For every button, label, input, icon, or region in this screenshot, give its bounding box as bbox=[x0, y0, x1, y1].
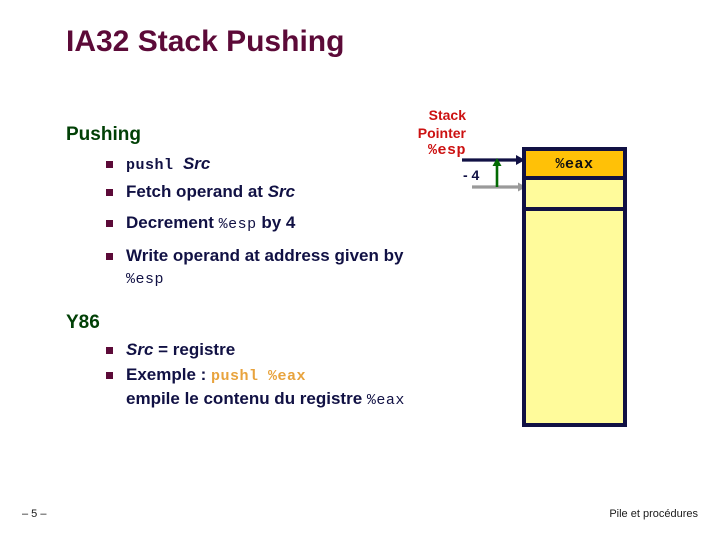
bullet-marker-icon bbox=[106, 372, 113, 379]
arrow-svg bbox=[462, 155, 526, 192]
stack-cell-empty-1 bbox=[526, 180, 623, 211]
bullet-marker-icon bbox=[106, 189, 113, 196]
stack-cell-empty-2 bbox=[526, 211, 623, 423]
code-token: %eax bbox=[366, 392, 405, 409]
text-fragment: empile le contenu du registre bbox=[126, 389, 367, 408]
bullet-list-y86: Src = registre Exemple : pushl %eax empil… bbox=[104, 339, 504, 415]
bullet-marker-icon bbox=[106, 161, 113, 168]
list-item: Decrement %esp by 4 bbox=[104, 212, 434, 236]
bullet-list-pushing: pushl Src Fetch operand at Src Decrement… bbox=[104, 153, 434, 300]
esp-new-arrow-icon bbox=[462, 155, 525, 165]
text-fragment: Fetch operand at bbox=[126, 182, 268, 201]
footer-note: Pile et procédures bbox=[609, 508, 698, 520]
esp-old-arrow-icon bbox=[472, 182, 526, 192]
code-token: pushl bbox=[126, 157, 174, 174]
stack-diagram: %eax bbox=[522, 147, 627, 427]
section-heading-pushing: Pushing bbox=[66, 124, 141, 145]
list-item: Src = registre bbox=[104, 339, 504, 361]
stack-pointer-label: Stack Pointer %esp bbox=[352, 106, 466, 160]
bullet-marker-icon bbox=[106, 220, 113, 227]
bullet-marker-icon bbox=[106, 253, 113, 260]
text-fragment: by 4 bbox=[256, 213, 296, 232]
stack-pointer-line1: Stack bbox=[428, 107, 466, 123]
code-token: %esp bbox=[126, 271, 165, 288]
section-heading-y86: Y86 bbox=[66, 312, 100, 333]
text-fragment: Exemple : bbox=[126, 365, 212, 384]
list-item: Exemple : pushl %eax empile le contenu du… bbox=[104, 364, 504, 412]
bullet-marker-icon bbox=[106, 347, 113, 354]
stack-pointer-register: %esp bbox=[427, 142, 466, 159]
text-fragment: Write operand at address given by bbox=[126, 246, 404, 265]
emphasis-token: Src bbox=[182, 154, 211, 173]
text-fragment: Decrement bbox=[126, 213, 219, 232]
text-fragment: = registre bbox=[153, 340, 236, 359]
page-title: IA32 Stack Pushing bbox=[66, 25, 345, 58]
emphasis-token: Src bbox=[267, 182, 296, 201]
code-token-example: pushl %eax bbox=[211, 368, 307, 385]
code-token: %esp bbox=[218, 216, 257, 233]
stack-cell-top: %eax bbox=[526, 151, 623, 180]
footer-page-number: – 5 – bbox=[22, 508, 47, 520]
stack-pointer-arrow-group: - 4 bbox=[462, 155, 530, 195]
list-item: Fetch operand at Src bbox=[104, 181, 434, 203]
decrement-arrow-icon bbox=[492, 158, 502, 187]
list-item: Write operand at address given by %esp bbox=[104, 245, 434, 291]
decrement-amount-label: - 4 bbox=[463, 167, 480, 183]
emphasis-token: Src bbox=[126, 340, 154, 359]
list-item: pushl Src bbox=[104, 153, 434, 177]
stack-pointer-line2: Pointer bbox=[417, 125, 466, 141]
